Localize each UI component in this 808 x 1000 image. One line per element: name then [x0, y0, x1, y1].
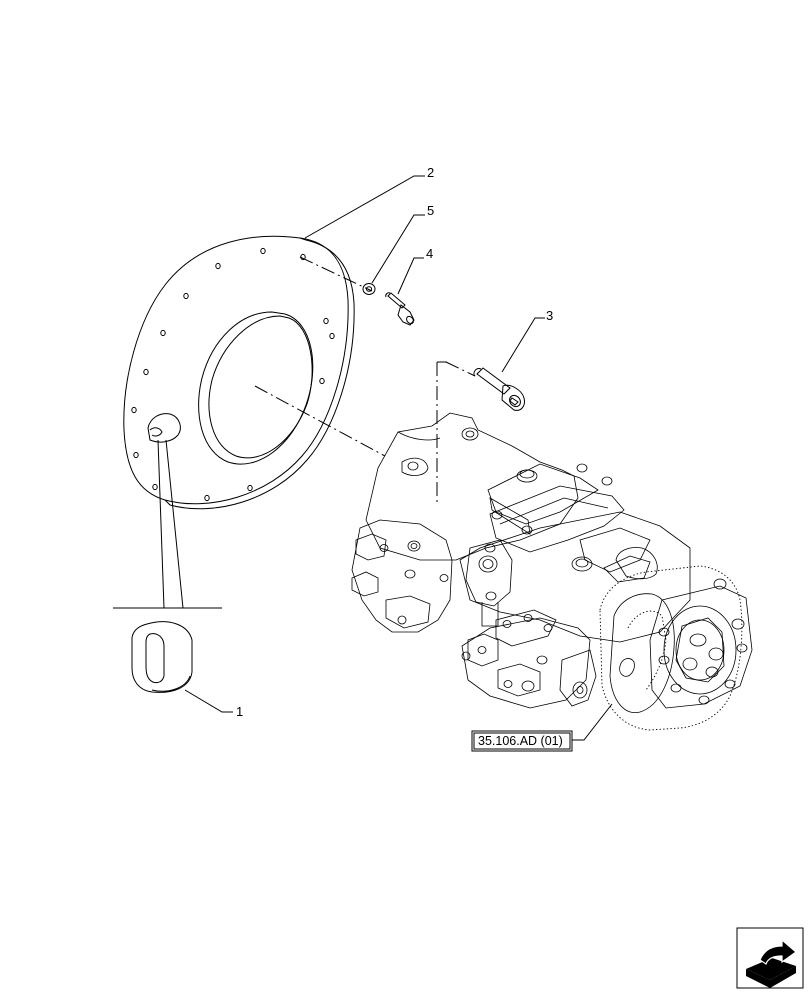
- flange-plate: [123, 235, 355, 510]
- leader-item-5: [371, 214, 425, 284]
- reference-box[interactable]: 35.106.AD (01): [471, 730, 573, 752]
- next-page-arrow-icon[interactable]: [736, 927, 804, 989]
- detail-leader-lines: [113, 439, 222, 609]
- leader-item-3: [501, 317, 545, 373]
- reference-label: 35.106.AD (01): [478, 734, 563, 748]
- callout-item-4: 4: [426, 246, 433, 261]
- leader-item-4: [397, 257, 424, 295]
- centerline-screw: [445, 361, 476, 377]
- hydraulic-pump-assembly: [351, 412, 753, 731]
- centerline-bore: [254, 385, 386, 457]
- callout-item-3: 3: [546, 308, 553, 323]
- centerline-bolt: [299, 256, 373, 292]
- washer-part: [362, 283, 376, 295]
- socket-screw-part: [473, 367, 525, 411]
- bolt-part: [385, 292, 415, 326]
- callout-item-2: 2: [427, 165, 434, 180]
- plug-insert-part: [131, 621, 193, 693]
- leader-item-1: [184, 689, 233, 713]
- leader-reference: [572, 703, 613, 741]
- callout-item-1: 1: [236, 704, 243, 719]
- callout-item-5: 5: [427, 203, 434, 218]
- leader-item-2: [304, 175, 425, 239]
